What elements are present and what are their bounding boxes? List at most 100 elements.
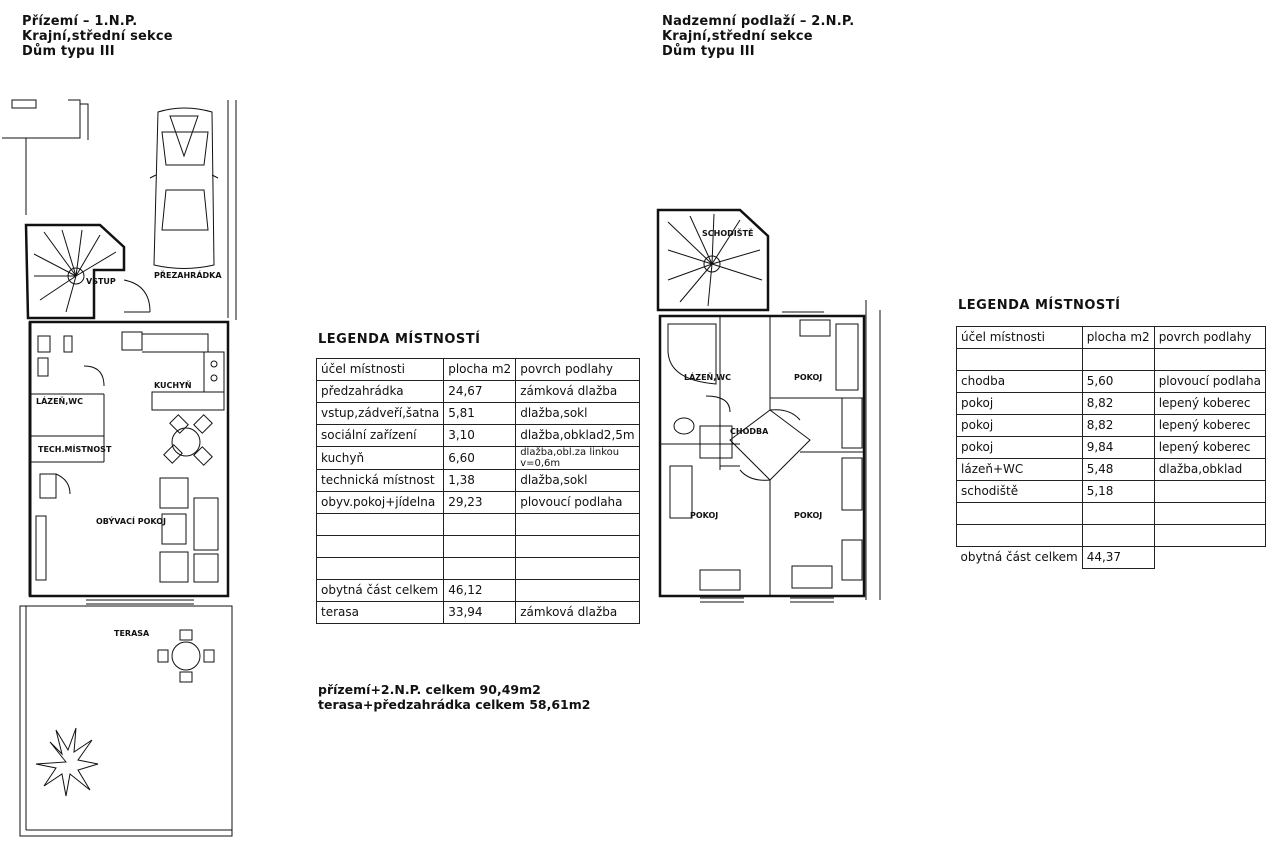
room-area: 29,23 (443, 491, 517, 514)
room-label-lazen: LÁZEŇ,WC (36, 395, 83, 406)
room-floor: dlažba,sokl (515, 402, 640, 425)
room-area: 1,38 (443, 469, 517, 492)
upper-legend-table: účel místnosti plocha m2 povrch podlahy … (956, 326, 1267, 569)
ground-stair (24, 223, 151, 320)
room-label-kuchyn: KUCHYŇ (154, 379, 192, 390)
table-row: sociální zařízení 3,10 dlažba,obklad2,5m (315, 424, 640, 447)
terrace-area: 33,94 (443, 601, 517, 624)
col-header-floor: povrch podlahy (515, 358, 640, 381)
empty-row (315, 513, 640, 536)
room-name: schodiště (956, 480, 1083, 503)
room-name: technická místnost (315, 469, 445, 492)
upper-header-line-3: Dům typu III (662, 44, 755, 59)
room-name: vstup,zádveří,šatna (315, 402, 445, 425)
room-label-obyvaci: OBÝVACÍ POKOJ (96, 515, 166, 526)
legend-header-row: účel místnosti plocha m2 povrch podlahy (956, 326, 1267, 349)
upper-stair (656, 208, 770, 312)
room-area: 24,67 (443, 380, 517, 403)
room-name: pokoj (956, 436, 1083, 459)
total-value: 46,12 (443, 579, 517, 602)
table-row: pokoj 8,82 lepený koberec (956, 414, 1267, 437)
terrace-floor: zámková dlažba (515, 601, 640, 624)
room-area: 8,82 (1081, 392, 1155, 415)
room-area: 3,10 (443, 424, 517, 447)
ground-floor-header: Přízemí – 1.N.P. Krajní,střední sekce Dů… (22, 14, 173, 59)
ground-header-line-3: Dům typu III (22, 44, 115, 59)
room-name: sociální zařízení (315, 424, 445, 447)
terrace-table (157, 629, 215, 683)
table-row: pokoj 8,82 lepený koberec (956, 392, 1267, 415)
upper-floor-header: Nadzemní podlaží – 2.N.P. Krajní,střední… (662, 14, 854, 59)
car-icon (149, 107, 219, 269)
room-floor: zámková dlažba (515, 380, 640, 403)
room-area: 6,60 (443, 446, 517, 470)
total-row: obytná část celkem 46,12 (315, 579, 640, 602)
total-label: obytná část celkem (960, 550, 1078, 565)
col-header-area: plocha m2 (443, 358, 517, 381)
col-header-area: plocha m2 (1081, 326, 1155, 349)
room-label-schodiste: SCHODIŠTĚ (702, 227, 753, 238)
room-name: lázeň+WC (956, 458, 1083, 481)
room-area: 8,82 (1081, 414, 1155, 437)
ground-header-line-1: Přízemí – 1.N.P. (22, 14, 138, 29)
room-floor: plovoucí podlaha (515, 491, 640, 514)
empty-row (956, 348, 1267, 371)
table-row: vstup,zádveří,šatna 5,81 dlažba,sokl (315, 402, 640, 425)
room-floor: lepený koberec (1153, 414, 1267, 437)
room-name: kuchyň (315, 446, 445, 470)
table-row: schodiště 5,18 (956, 480, 1267, 503)
room-floor: dlažba,sokl (515, 469, 640, 492)
room-name: předzahrádka (315, 380, 445, 403)
col-header-name: účel místnosti (956, 326, 1083, 349)
room-floor: lepený koberec (1153, 392, 1267, 415)
table-row: lázeň+WC 5,48 dlažba,obklad (956, 458, 1267, 481)
table-row: chodba 5,60 plovoucí podlaha (956, 370, 1267, 393)
legend-header-row: účel místnosti plocha m2 povrch podlahy (315, 358, 640, 381)
table-row: technická místnost 1,38 dlažba,sokl (315, 469, 640, 492)
summary-totals: přízemí+2.N.P. celkem 90,49m2 terasa+pře… (318, 682, 590, 712)
ground-legend-title: LEGENDA MÍSTNOSTÍ (318, 332, 481, 347)
empty-row (315, 535, 640, 558)
room-label-pokoj-3: POKOJ (794, 511, 822, 520)
empty-row (315, 557, 640, 580)
summary-line-1: přízemí+2.N.P. celkem 90,49m2 (318, 682, 541, 697)
plant-icon (35, 727, 99, 797)
total-row: obytná část celkem 44,37 (957, 546, 1266, 569)
dining-table (163, 414, 213, 466)
upper-legend-title: LEGENDA MÍSTNOSTÍ (958, 298, 1121, 313)
room-name: pokoj (956, 392, 1083, 415)
total-value: 44,37 (1081, 546, 1155, 569)
col-header-floor: povrch podlahy (1153, 326, 1267, 349)
empty-row (956, 524, 1267, 547)
room-floor: dlažba,obklad2,5m (515, 424, 640, 447)
room-label-pokoj-2: POKOJ (690, 511, 718, 520)
room-area: 9,84 (1081, 436, 1155, 459)
total-label: obytná část celkem (315, 579, 445, 602)
room-area: 5,81 (443, 402, 517, 425)
terrace-row: terasa 33,94 zámková dlažba (315, 601, 640, 624)
room-label-pokoj-1: POKOJ (794, 373, 822, 382)
room-floor: dlažba,obklad (1153, 458, 1267, 481)
room-floor: dlažba,obl.za linkou v=0,6m (515, 446, 640, 470)
room-floor: plovoucí podlaha (1153, 370, 1267, 393)
room-area: 5,48 (1081, 458, 1155, 481)
upper-header-line-2: Krajní,střední sekce (662, 29, 813, 44)
room-floor: lepený koberec (1153, 436, 1267, 459)
col-header-name: účel místnosti (315, 358, 445, 381)
table-row: předzahrádka 24,67 zámková dlažba (315, 380, 640, 403)
room-name: obyv.pokoj+jídelna (315, 491, 445, 514)
room-label-lazen-upper: LÁZEŇ,WC (684, 371, 731, 382)
ground-header-line-2: Krajní,střední sekce (22, 29, 173, 44)
entrance-fence (2, 99, 89, 140)
ground-legend-table: účel místnosti plocha m2 povrch podlahy … (315, 358, 640, 624)
table-row: pokoj 9,84 lepený koberec (956, 436, 1267, 459)
upper-header-line-1: Nadzemní podlaží – 2.N.P. (662, 14, 855, 29)
room-label-predzahradka: PŘEZAHRÁDKA (154, 269, 222, 280)
room-area: 5,18 (1081, 480, 1155, 503)
table-row: obyv.pokoj+jídelna 29,23 plovoucí podlah… (315, 491, 640, 514)
room-label-vstup: VSTUP (86, 277, 116, 286)
room-floor (1153, 480, 1267, 503)
room-label-chodba: CHODBA (730, 427, 769, 436)
room-label-terasa: TERASA (114, 629, 150, 638)
